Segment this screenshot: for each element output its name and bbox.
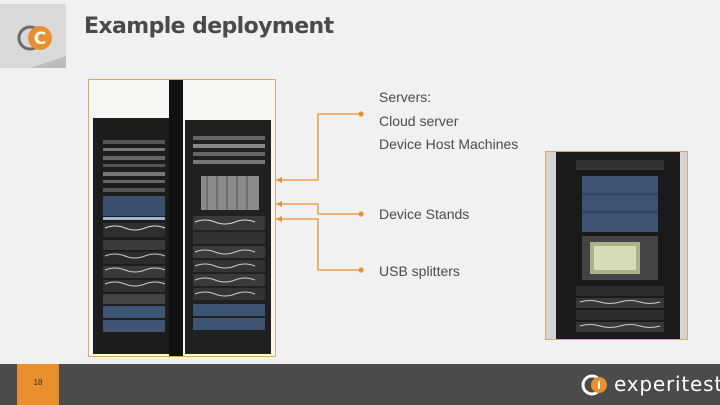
usb-connector-dot	[358, 267, 364, 273]
stands-connector-line	[276, 203, 360, 215]
server-rack-photo	[88, 79, 276, 357]
servers-arrowhead-icon	[276, 177, 282, 183]
servers-label-group: Servers: Cloud server Device Host Machin…	[379, 86, 518, 157]
servers-connector-line	[276, 113, 360, 181]
device-stands-label: Device Stands	[379, 206, 470, 222]
slide-title: Example deployment	[84, 14, 334, 39]
brand-logo: experitest	[580, 370, 720, 400]
svg-text:C: C	[34, 29, 46, 49]
servers-connector-dot	[358, 111, 364, 117]
usb-splitters-label: USB splitters	[379, 263, 460, 279]
device-host-machines-label: Device Host Machines	[379, 136, 519, 152]
page-number: 18	[33, 378, 43, 387]
cloud-server-label: Cloud server	[379, 112, 459, 129]
stands-connector-dot	[358, 211, 364, 217]
servers-heading: Servers:	[379, 89, 432, 105]
usb-connector-line	[276, 218, 360, 271]
experitest-ring-icon	[581, 374, 607, 396]
brand-name: experitest	[614, 372, 720, 396]
page-number-badge: 18	[17, 364, 59, 405]
usb-arrowhead-icon	[276, 216, 282, 222]
cloud-logo-icon: C	[0, 4, 66, 68]
device-cabinet-photo	[545, 151, 688, 340]
stands-arrowhead-icon	[276, 201, 282, 207]
